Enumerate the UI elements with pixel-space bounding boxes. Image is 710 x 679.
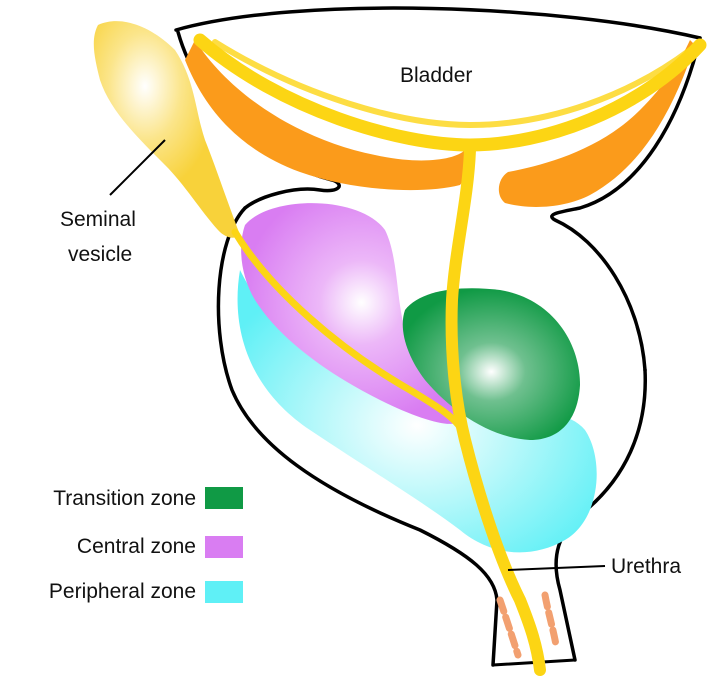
- seminal-vesicle-label-line1: Seminal: [60, 208, 136, 231]
- legend-swatch-central: [205, 536, 243, 558]
- legend-swatch-transition: [205, 487, 243, 509]
- seminal-vesicle-label-line2: vesicle: [68, 243, 132, 266]
- legend-label-central: Central zone: [77, 535, 196, 558]
- sphincter-mark-left: [500, 600, 518, 655]
- bladder-label: Bladder: [400, 64, 472, 87]
- legend-label-peripheral: Peripheral zone: [49, 580, 196, 603]
- legend-label-transition: Transition zone: [53, 487, 196, 510]
- seminal-vesicle-leader: [110, 140, 165, 195]
- sphincter-mark-right: [545, 595, 556, 645]
- legend-swatch-peripheral: [205, 581, 243, 603]
- urethra-label: Urethra: [611, 555, 681, 578]
- legend: Transition zone Central zone Peripheral …: [49, 487, 243, 603]
- bladder-inner-outline: [176, 8, 700, 38]
